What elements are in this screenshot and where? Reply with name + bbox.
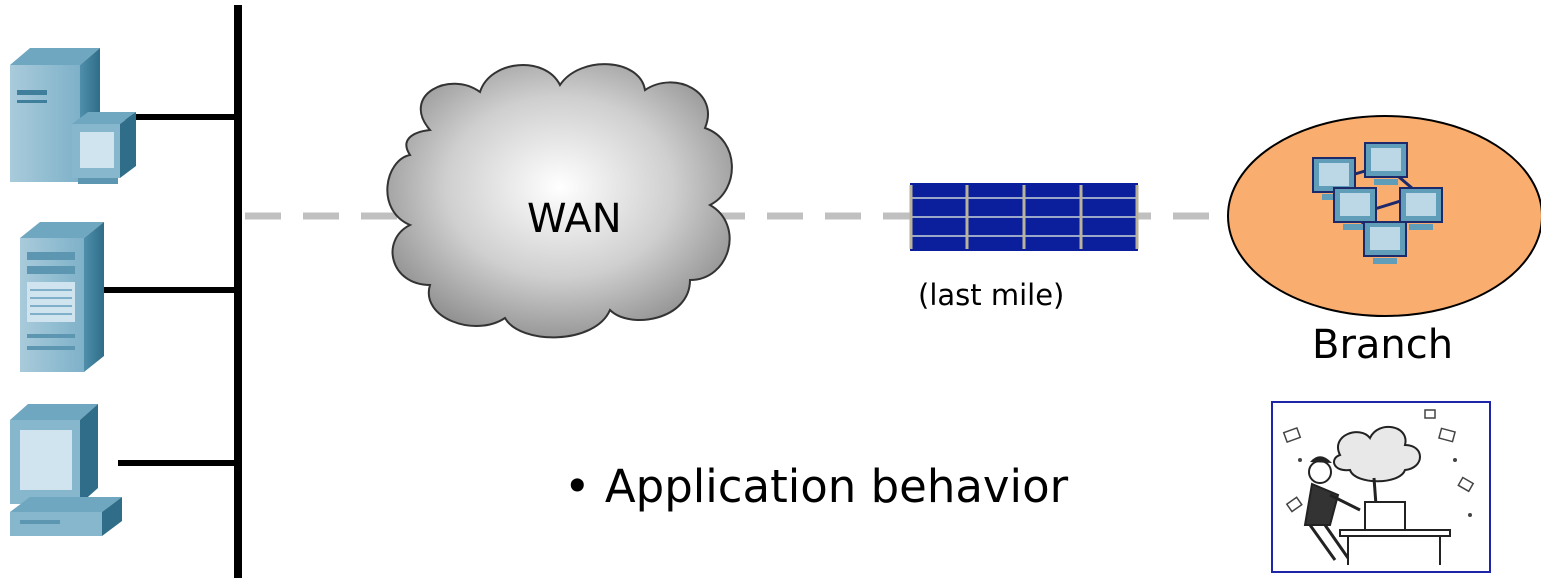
desktop-pc-icon xyxy=(10,404,122,536)
tower-pc-icon xyxy=(10,48,136,184)
branch-label: Branch xyxy=(1312,322,1454,368)
server-icon xyxy=(20,222,104,372)
frustrated-user-cartoon xyxy=(1271,401,1491,573)
wan-cloud-icon xyxy=(386,63,733,339)
branch-network-icon xyxy=(1227,115,1541,317)
bullet-application-behavior: • Application behavior xyxy=(564,460,1069,513)
last-mile-label: (last mile) xyxy=(918,278,1065,312)
last-mile-link-icon xyxy=(909,183,1139,251)
wan-label: WAN xyxy=(527,196,622,242)
